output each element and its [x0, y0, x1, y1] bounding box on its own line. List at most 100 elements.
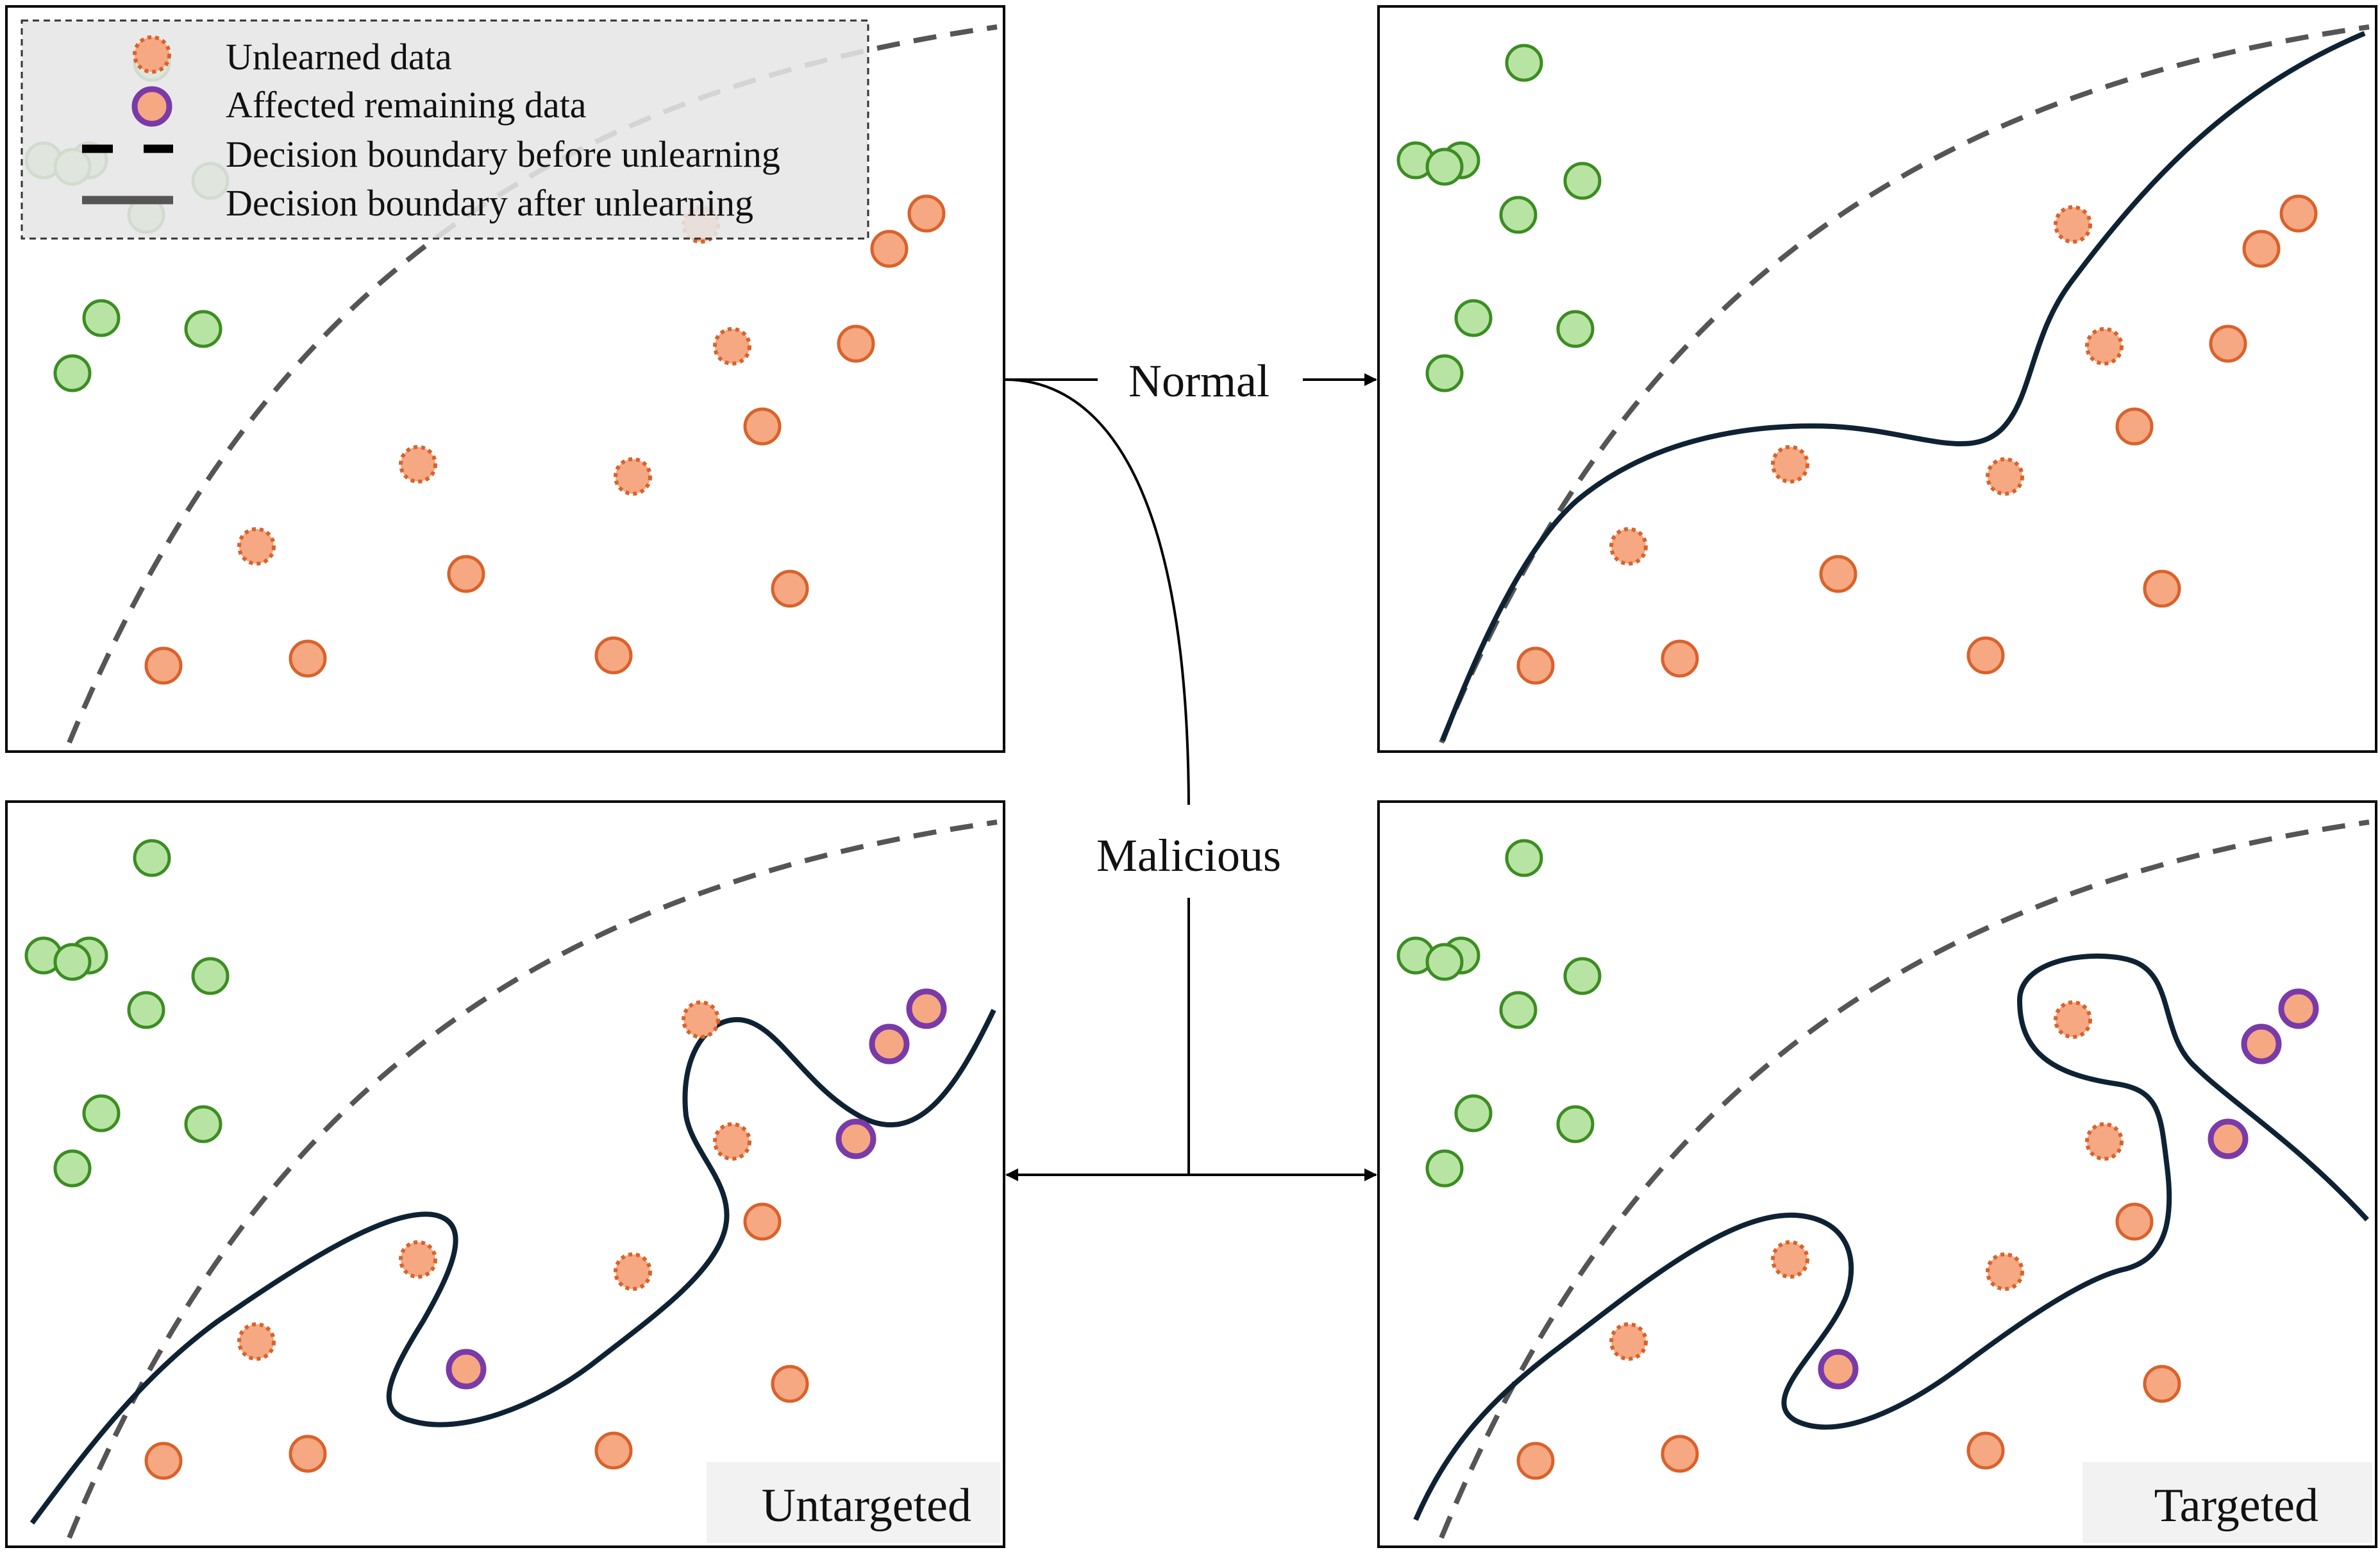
- remaining-data-green: [1425, 354, 1464, 392]
- remaining-data-orange: [289, 1435, 327, 1473]
- unlearned-data: [2085, 1122, 2124, 1161]
- unlearned-data: [2054, 1000, 2092, 1039]
- unlearned-data: [682, 1000, 720, 1039]
- untargeted-panel: Untargeted: [5, 800, 1005, 1548]
- legend-after-label: Decision boundary after unlearning: [226, 182, 753, 224]
- unlearned-data: [133, 35, 171, 74]
- affected-remaining-data: [2208, 1118, 2249, 1159]
- remaining-data-green: [127, 991, 165, 1029]
- remaining-data-orange: [1661, 639, 1699, 678]
- unlearned-data: [1986, 457, 2024, 496]
- targeted-panel: Targeted: [1377, 800, 2377, 1548]
- remaining-data-orange: [1516, 646, 1555, 685]
- affected-remaining-data: [446, 1349, 487, 1390]
- remaining-data-orange: [771, 569, 809, 608]
- remaining-data-green: [1454, 1094, 1493, 1132]
- remaining-data-green: [1454, 299, 1493, 337]
- remaining-data-orange: [743, 1202, 782, 1241]
- decision-boundary-before: [67, 820, 998, 1539]
- remaining-data-green: [53, 1149, 92, 1188]
- remaining-data-green: [82, 1094, 121, 1132]
- remaining-data-orange: [289, 639, 327, 678]
- remaining-data-orange: [1966, 636, 2005, 675]
- remaining-data-green: [133, 839, 171, 877]
- legend-unlearned-marker: [133, 35, 171, 74]
- unlearned-data: [1771, 1240, 1809, 1279]
- malicious-label: Malicious: [1096, 830, 1281, 881]
- connectors: Normal Malicious: [1005, 355, 1377, 1181]
- affected-remaining-data: [2241, 1023, 2282, 1065]
- unlearned-data: [1609, 1322, 1648, 1361]
- remaining-data-orange: [1819, 555, 1857, 593]
- remaining-data-green: [1499, 991, 1538, 1029]
- panel-frame: [1377, 800, 2377, 1548]
- remaining-data-green: [1425, 943, 1464, 981]
- corner-label-box: [2082, 1462, 2372, 1543]
- affected-remaining-data: [835, 1118, 876, 1159]
- unlearned-data: [713, 1122, 751, 1161]
- remaining-data-green: [1425, 147, 1464, 186]
- unlearned-data: [399, 445, 437, 484]
- decision-boundary-after: [1413, 953, 2369, 1521]
- legend: Unlearned data Affected remaining data D…: [21, 19, 869, 240]
- remaining-data-orange: [743, 407, 782, 446]
- remaining-data-orange: [1966, 1431, 2005, 1470]
- decision-boundary-after: [29, 1009, 996, 1525]
- remaining-data-green: [1563, 162, 1602, 200]
- remaining-data-green: [1499, 196, 1538, 234]
- remaining-data-orange: [2143, 569, 2181, 608]
- original-panel: Unlearned data Affected remaining data D…: [5, 5, 1005, 753]
- panel-frame: [5, 800, 1005, 1548]
- legend-unlearned-label: Unlearned data: [226, 36, 452, 78]
- remaining-data-green: [1556, 1105, 1595, 1143]
- remaining-data-green: [1563, 957, 1602, 995]
- remaining-data-orange: [144, 646, 183, 685]
- normal-unlearning-panel: [1377, 5, 2377, 753]
- remaining-data-green: [184, 1105, 222, 1143]
- unlearned-data: [713, 327, 751, 366]
- remaining-data-orange: [2242, 230, 2281, 268]
- remaining-data-orange: [2115, 407, 2154, 446]
- unlearned-data: [399, 1240, 437, 1279]
- malicious-curve: [1005, 378, 1190, 805]
- remaining-data-orange: [594, 636, 633, 675]
- remaining-data-green: [1556, 310, 1595, 348]
- affected-remaining-data: [906, 988, 947, 1029]
- remaining-data-orange: [2279, 194, 2318, 233]
- remaining-data-green: [82, 299, 121, 337]
- remaining-data-orange: [907, 194, 946, 233]
- remaining-data-orange: [1661, 1435, 1699, 1473]
- data-points: [1396, 839, 2319, 1480]
- remaining-data-green: [1505, 839, 1543, 877]
- remaining-data-green: [191, 957, 230, 995]
- affected-remaining-data: [1818, 1349, 1859, 1390]
- legend-before-label: Decision boundary before unlearning: [226, 133, 780, 175]
- unlearned-data: [237, 527, 276, 566]
- untargeted-label: Untargeted: [762, 1479, 971, 1532]
- remaining-data-green: [53, 943, 92, 981]
- targeted-label: Targeted: [2154, 1479, 2318, 1532]
- remaining-data-green: [1425, 1149, 1464, 1188]
- remaining-data-green: [184, 310, 222, 348]
- remaining-data-orange: [144, 1442, 183, 1480]
- corner-label-box: [707, 1462, 1000, 1543]
- remaining-data-orange: [1516, 1442, 1555, 1480]
- affected-remaining-data: [2278, 988, 2319, 1029]
- unlearned-data: [2054, 205, 2092, 244]
- remaining-data-orange: [447, 555, 485, 593]
- remaining-data-orange: [2209, 324, 2247, 363]
- remaining-data-orange: [2143, 1365, 2181, 1403]
- remaining-data-orange: [771, 1365, 809, 1403]
- unlearned-data: [1986, 1252, 2024, 1291]
- remaining-data-green: [53, 354, 92, 392]
- unlearned-data: [1609, 527, 1648, 566]
- unlearned-data: [1771, 445, 1809, 484]
- unlearned-data: [2085, 327, 2124, 366]
- data-points: [1396, 44, 2318, 685]
- legend-affected-label: Affected remaining data: [226, 84, 587, 126]
- remaining-data-orange: [2115, 1202, 2154, 1241]
- normal-label: Normal: [1128, 355, 1270, 407]
- data-points: [24, 839, 947, 1480]
- unlearned-data: [614, 457, 652, 496]
